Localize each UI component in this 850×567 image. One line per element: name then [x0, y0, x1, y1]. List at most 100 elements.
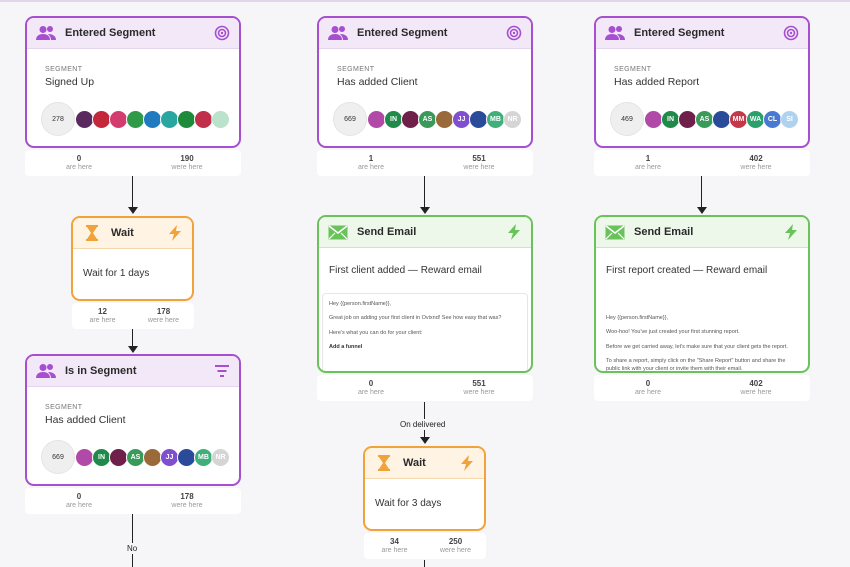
- avatar[interactable]: NR: [211, 447, 230, 467]
- canvas-top-border: [0, 0, 850, 2]
- card-header: Wait: [73, 218, 192, 249]
- bolt-icon[interactable]: [505, 223, 523, 241]
- target-icon[interactable]: [505, 24, 523, 42]
- connector-line: [701, 176, 703, 208]
- wait-card-3-days[interactable]: Wait Wait for 3 days: [363, 446, 486, 531]
- send-email-card-first-report[interactable]: Send Email First report created — Reward…: [594, 215, 810, 373]
- users-icon: [604, 24, 626, 42]
- avatar[interactable]: MB: [194, 447, 213, 467]
- wait-duration: Wait for 3 days: [375, 498, 442, 509]
- member-count: 469: [610, 102, 644, 136]
- segment-label: SEGMENT: [614, 66, 652, 73]
- avatar[interactable]: IN: [92, 447, 111, 467]
- email-subject: First report created — Reward email: [606, 265, 768, 276]
- connector-line: [424, 560, 426, 567]
- email-preview: Hey {{person.firstName}}, Woo-hoo! You'v…: [606, 315, 788, 372]
- connector-line: [132, 329, 134, 347]
- envelope-icon: [327, 223, 349, 241]
- hourglass-icon: [81, 224, 103, 242]
- users-icon: [35, 24, 57, 42]
- connector-line: [424, 176, 426, 208]
- users-icon: [327, 24, 349, 42]
- send-email-card-first-client[interactable]: Send Email First client added — Reward e…: [317, 215, 533, 373]
- avatar-stack: 278: [41, 102, 230, 136]
- hourglass-icon: [373, 454, 395, 472]
- bolt-icon[interactable]: [458, 454, 476, 472]
- connector-arrow: [697, 207, 707, 214]
- edge-label-no: No: [125, 543, 140, 554]
- bolt-icon[interactable]: [782, 223, 800, 241]
- card-header: Send Email: [596, 217, 808, 248]
- email-subject: First client added — Reward email: [329, 265, 482, 276]
- segment-label: SEGMENT: [45, 404, 83, 411]
- entered-segment-card-has-added-client[interactable]: Entered Segment SEGMENT Has added Client…: [317, 16, 533, 148]
- segment-name: Has added Client: [337, 76, 418, 88]
- card-header: Send Email: [319, 217, 531, 248]
- is-in-segment-card[interactable]: Is in Segment SEGMENT Has added Client 6…: [25, 354, 241, 486]
- member-count: 669: [41, 440, 75, 474]
- email-preview: Hey {{person.firstName}}, Great job on a…: [329, 301, 502, 351]
- connector-arrow: [128, 346, 138, 353]
- connector-arrow: [128, 207, 138, 214]
- target-icon[interactable]: [213, 24, 231, 42]
- connector-line: [132, 176, 134, 208]
- segment-label: SEGMENT: [337, 66, 375, 73]
- card-header: Entered Segment: [319, 18, 531, 49]
- card-header: Entered Segment: [596, 18, 808, 49]
- filter-icon[interactable]: [213, 362, 231, 380]
- wait-duration: Wait for 1 days: [83, 268, 150, 279]
- connector-arrow: [420, 207, 430, 214]
- users-icon: [35, 362, 57, 380]
- member-count: 278: [41, 102, 75, 136]
- avatar[interactable]: NR: [503, 109, 522, 129]
- envelope-icon: [604, 223, 626, 241]
- card-title: Is in Segment: [65, 365, 137, 377]
- avatar[interactable]: SI: [780, 109, 799, 129]
- card-header: Entered Segment: [27, 18, 239, 49]
- target-icon[interactable]: [782, 24, 800, 42]
- segment-label: SEGMENT: [45, 66, 83, 73]
- avatar[interactable]: AS: [695, 109, 714, 129]
- card-header: Wait: [365, 448, 484, 479]
- card-title: Send Email: [634, 226, 694, 238]
- entered-segment-card-signed-up[interactable]: Entered Segment SEGMENT Signed Up 278: [25, 16, 241, 148]
- avatar[interactable]: [211, 109, 230, 129]
- card-title: Send Email: [357, 226, 417, 238]
- card-header: Is in Segment: [27, 356, 239, 387]
- card-title: Entered Segment: [357, 27, 448, 39]
- card-title: Wait: [403, 457, 426, 469]
- card-title: Wait: [111, 227, 134, 239]
- wait-card-1-day[interactable]: Wait Wait for 1 days: [71, 216, 194, 301]
- entered-segment-card-has-added-report[interactable]: Entered Segment SEGMENT Has added Report…: [594, 16, 810, 148]
- edge-label-on-delivered: On delivered: [398, 419, 448, 430]
- email-preview-frame: [322, 293, 528, 371]
- avatar[interactable]: WA: [746, 109, 765, 129]
- bolt-icon[interactable]: [166, 224, 184, 242]
- avatar[interactable]: MB: [486, 109, 505, 129]
- segment-name: Signed Up: [45, 76, 95, 88]
